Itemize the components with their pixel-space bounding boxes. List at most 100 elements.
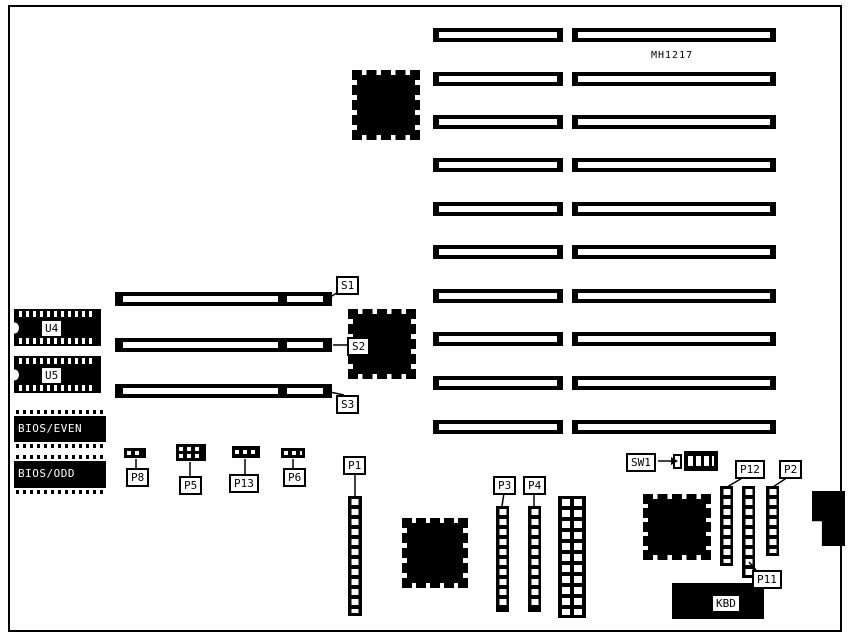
- slot-stripe: [578, 380, 770, 386]
- slot-stripe: [439, 32, 557, 38]
- slot-stripe: [439, 76, 557, 82]
- slot-stripe: [578, 76, 770, 82]
- connector-p8: [124, 448, 146, 458]
- callout-p5: P5: [179, 476, 203, 495]
- slot-stripe: [439, 424, 557, 430]
- callout-u5: U5: [40, 366, 64, 385]
- callout-p6: P6: [283, 468, 307, 487]
- slot-stripe: [123, 342, 278, 348]
- slot-stripe: [578, 119, 770, 125]
- callout-s2: S2: [347, 337, 371, 356]
- callout-s3: S3: [336, 395, 360, 414]
- slot-stripe: [578, 336, 770, 342]
- dip-pins: [19, 358, 96, 364]
- slot-s2: [115, 338, 332, 352]
- expansion-slot-segment: [433, 202, 563, 216]
- slot-stripe: [123, 296, 278, 302]
- dip-notch: [10, 322, 19, 333]
- pin-column: [562, 499, 570, 615]
- expansion-slot-segment: [572, 420, 776, 434]
- chip-body: [407, 523, 463, 583]
- pin-column: [574, 499, 582, 615]
- callout-p8: P8: [126, 468, 150, 487]
- chip-body: [648, 499, 706, 555]
- pin-row: [127, 451, 143, 455]
- pin-row: [179, 447, 203, 451]
- board-outline: [8, 5, 842, 632]
- pin-column: [531, 509, 538, 609]
- callout-sw1: SW1: [626, 453, 656, 472]
- connector-p3: [496, 506, 509, 612]
- expansion-slot-segment: [433, 332, 563, 346]
- qfp-chip-top: [352, 70, 420, 140]
- connector-unlabeled: [558, 496, 586, 618]
- slot-stripe: [439, 119, 557, 125]
- slot-stripe: [578, 162, 770, 168]
- expansion-slot-segment: [572, 158, 776, 172]
- callout-kbd: KBD: [711, 594, 741, 613]
- sw1-bracket: [673, 454, 682, 469]
- expansion-slot-segment: [572, 28, 776, 42]
- slot-stripe: [439, 293, 557, 299]
- bios-even-chip: BIOS/EVEN: [14, 410, 106, 448]
- dip-pins: [19, 311, 96, 317]
- connector-p13: [232, 446, 260, 458]
- bios-odd-chip: BIOS/ODD: [14, 455, 106, 494]
- callout-p3: P3: [493, 476, 517, 495]
- dip-switch-sw1: [684, 451, 718, 471]
- slot-stripe: [578, 293, 770, 299]
- slot-stripe: [439, 162, 557, 168]
- chip-body: [357, 75, 415, 135]
- slot-stripe: [578, 206, 770, 212]
- connector-p5: [176, 444, 206, 461]
- slot-stripe: [578, 424, 770, 430]
- slot-s1: [115, 292, 332, 306]
- dip-notch: [10, 369, 19, 380]
- pin-column: [769, 489, 776, 553]
- expansion-slot-segment: [572, 115, 776, 129]
- connector-p1: [348, 496, 362, 616]
- expansion-slot-segment: [433, 289, 563, 303]
- expansion-slot-segment: [572, 245, 776, 259]
- connector-p2: [766, 486, 779, 556]
- expansion-slot-segment: [572, 289, 776, 303]
- slot-stripe: [439, 249, 557, 255]
- callout-p13: P13: [229, 474, 259, 493]
- qfp-chip-bottom-left: [402, 518, 468, 588]
- connector-p11: [742, 486, 755, 578]
- slot-stripe: [123, 388, 278, 394]
- pin-row: [284, 451, 302, 455]
- pin-row: [235, 450, 257, 454]
- callout-s1: S1: [336, 276, 360, 295]
- part-number-label: MH1217: [651, 50, 694, 61]
- callout-p1: P1: [343, 456, 367, 475]
- pin-column: [745, 489, 752, 575]
- expansion-slot-segment: [433, 245, 563, 259]
- expansion-slot-segment: [433, 420, 563, 434]
- slot-s3: [115, 384, 332, 398]
- connector-p4: [528, 506, 541, 612]
- expansion-slot-segment: [433, 72, 563, 86]
- slot-stripe: [439, 206, 557, 212]
- expansion-slot-segment: [572, 72, 776, 86]
- expansion-slot-segment: [433, 158, 563, 172]
- slot-stripe: [578, 249, 770, 255]
- callout-p2: P2: [779, 460, 803, 479]
- callout-p4: P4: [523, 476, 547, 495]
- expansion-slot-segment: [433, 115, 563, 129]
- pin-row: [179, 454, 203, 458]
- pin-column: [351, 499, 359, 613]
- slot-stripe: [578, 32, 770, 38]
- connector-p12: [720, 486, 733, 566]
- slot-stripe: [439, 380, 557, 386]
- expansion-slot-segment: [433, 376, 563, 390]
- dip-pins: [19, 385, 96, 391]
- callout-u4: U4: [40, 319, 64, 338]
- slot-stripe: [287, 388, 323, 394]
- slot-stripe: [287, 296, 323, 302]
- expansion-slot-segment: [433, 28, 563, 42]
- expansion-slot-segment: [572, 376, 776, 390]
- pin-column: [499, 509, 506, 609]
- dip-chip-u4: [10, 309, 101, 346]
